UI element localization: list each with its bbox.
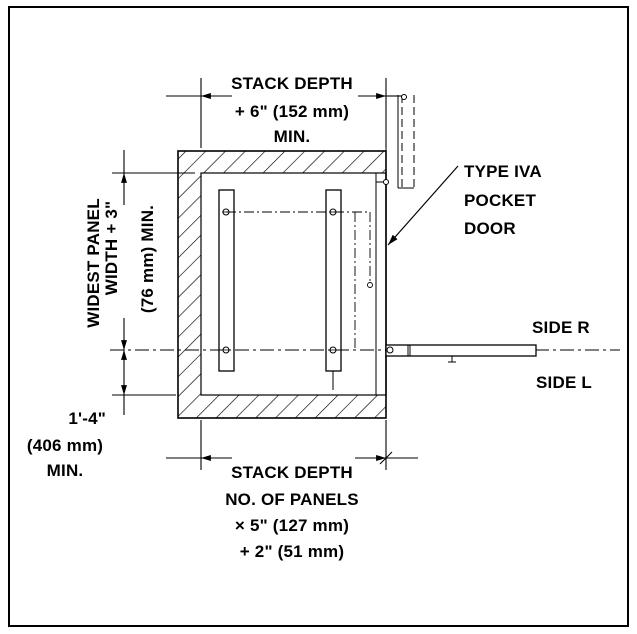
- door-type-label-line2: POCKET: [464, 191, 536, 210]
- left-dim-label-line3: (76 mm) MIN.: [138, 205, 157, 313]
- door-type-label-line1: TYPE IVA: [464, 162, 542, 181]
- door-type-label-line3: DOOR: [464, 219, 516, 238]
- bottom-dimension: [166, 420, 418, 470]
- stacked-panel-left: [218, 189, 235, 372]
- left-dim-label-line2: WIDTH + 3": [102, 201, 121, 296]
- stacked-panel-right: [325, 189, 342, 390]
- bottom-dim-label-line1: STACK DEPTH: [231, 463, 353, 482]
- left-dim-label-line1: WIDEST PANEL: [84, 198, 103, 328]
- top-dim-label-line2: + 6" (152 mm): [235, 102, 349, 121]
- top-dim-label-line3: MIN.: [274, 127, 311, 146]
- offset-label-line2: (406 mm): [27, 436, 103, 455]
- pocket-enclosure: [177, 150, 387, 419]
- left-dimension: [112, 150, 195, 396]
- bottom-dim-label-line3: × 5" (127 mm): [235, 516, 349, 535]
- top-dimension: [166, 78, 402, 148]
- pocket-opening: [375, 173, 386, 395]
- bottom-dim-label-line4: + 2" (51 mm): [240, 542, 344, 561]
- offset-label-line1: 1'-4": [68, 409, 106, 428]
- side-r-label: SIDE R: [532, 318, 590, 337]
- door-leader: [387, 165, 459, 246]
- side-l-label: SIDE L: [536, 373, 592, 392]
- offset-label-line3: MIN.: [47, 461, 84, 480]
- door-panel-closed: [385, 344, 537, 363]
- top-dim-label-line1: STACK DEPTH: [231, 74, 353, 93]
- bottom-dim-label-line2: NO. OF PANELS: [225, 490, 359, 509]
- door-top-open: [383, 94, 415, 189]
- frame-border: [8, 6, 629, 627]
